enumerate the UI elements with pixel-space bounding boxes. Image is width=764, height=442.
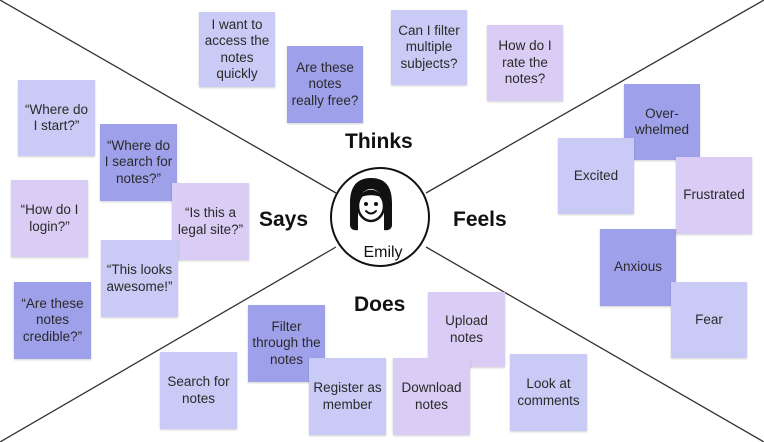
sticky-note-feels: Anxious (600, 229, 676, 306)
sticky-note-does: Download notes (393, 358, 470, 435)
divider-top-left (0, 0, 337, 194)
divider-top-right (425, 0, 764, 194)
sticky-note-says: “Where do I search for notes?” (100, 124, 177, 201)
sticky-note-feels: Fear (671, 282, 747, 358)
sticky-note-does: Search for notes (160, 352, 237, 429)
sticky-note-feels: Frustrated (676, 157, 752, 234)
sticky-note-says: “Where do I start?” (18, 80, 95, 156)
divider-bottom-right (425, 246, 764, 442)
thinks-label: Thinks (345, 130, 413, 153)
sticky-note-does: Upload notes (428, 292, 505, 367)
sticky-note-does: Filter through the notes (248, 305, 325, 382)
woman-face-icon (350, 178, 392, 231)
says-label: Says (259, 208, 309, 231)
sticky-note-feels: Over-whelmed (624, 84, 700, 160)
sticky-note-thinks: How do I rate the notes? (487, 25, 563, 101)
sticky-note-thinks: Can I filter multiple subjects? (391, 10, 467, 85)
sticky-note-says: “This looks awesome!” (101, 240, 178, 317)
sticky-note-does: Register as member (309, 358, 386, 435)
persona-name: Emily (363, 244, 403, 261)
sticky-note-thinks: Are these notes really free? (287, 46, 363, 123)
sticky-note-does: Look at comments (510, 354, 587, 431)
feels-label: Feels (453, 208, 507, 231)
does-label: Does (354, 293, 406, 316)
sticky-note-says: “Is this a legal site?” (172, 183, 249, 260)
sticky-note-thinks: I want to access the notes quickly (199, 12, 275, 87)
sticky-note-feels: Excited (558, 138, 634, 214)
divider-bottom-left (0, 246, 337, 442)
sticky-note-says: “How do I login?” (11, 180, 88, 257)
sticky-note-says: “Are these notes credible?” (14, 282, 91, 359)
